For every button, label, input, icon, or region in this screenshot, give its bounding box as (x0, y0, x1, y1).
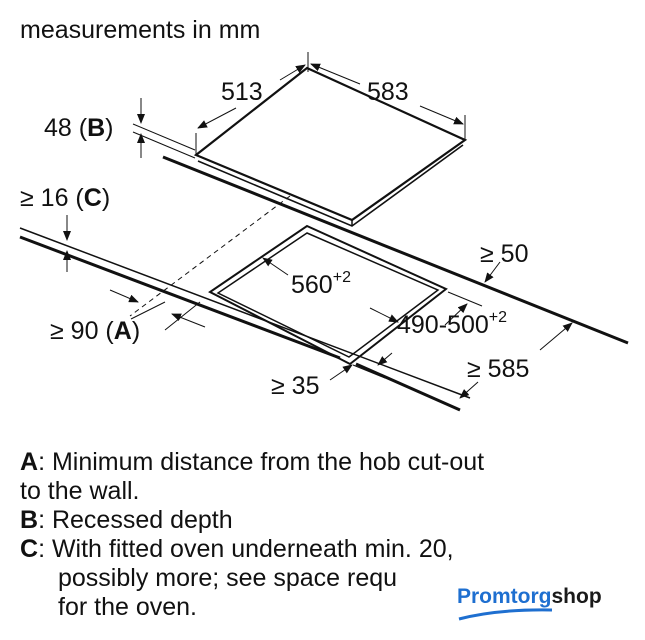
note-b: B: Recessed depth (20, 506, 233, 534)
watermark-logo: Promtorgshop (457, 585, 602, 621)
note-c-cont: possibly more; see space requ (58, 564, 398, 592)
dim-wall-gap: ≥ 90 (A) (50, 317, 140, 345)
dim-worktop-depth: ≥ 585 (467, 355, 529, 383)
dim-back-gap: ≥ 50 (480, 240, 528, 268)
diagram-title: measurements in mm (20, 16, 261, 44)
dim-cutout-depth: 490-500+2 (397, 309, 507, 339)
legend-notes: A: Minimum distance from the hob cut-out… (20, 448, 484, 622)
cutout-outer (208, 224, 448, 366)
dim-oven-gap: ≥ 16 (C) (20, 184, 110, 212)
note-c-cont2: for the oven. (58, 593, 197, 621)
back-worktop-edge (162, 155, 629, 345)
dim-recessed-depth: 48 (B) (44, 114, 113, 142)
dim-front-gap: ≥ 35 (271, 372, 319, 400)
note-c: C: With fitted oven underneath min. 20, (20, 535, 454, 563)
note-a-cont: to the wall. (20, 477, 140, 505)
logo-swoosh-icon (458, 608, 553, 621)
note-a: A: Minimum distance from the hob cut-out (20, 448, 485, 476)
dim-hob-depth: 513 (221, 78, 263, 106)
dim-hob-width: 583 (367, 78, 409, 106)
front-worktop-top (19, 227, 471, 399)
cutout-inner (216, 232, 440, 358)
installation-diagram: 513 583 48 (B) ≥ 16 (C) ≥ 50 560+2 ≥ 90 … (19, 52, 629, 412)
dim-cutout-width: 560+2 (291, 269, 351, 299)
front-worktop-edge (19, 235, 341, 360)
